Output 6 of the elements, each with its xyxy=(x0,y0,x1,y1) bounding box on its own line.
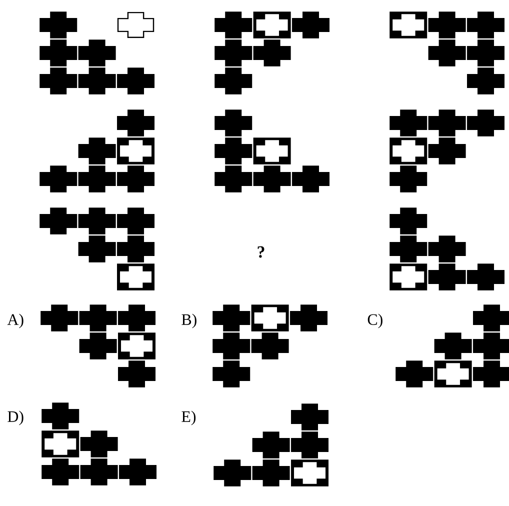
option-label: B) xyxy=(182,314,196,328)
question-mark: ? xyxy=(258,246,264,258)
option-label: D) xyxy=(8,410,24,426)
option-label: A) xyxy=(7,314,24,328)
option-label: E) xyxy=(182,410,196,426)
option-label: C) xyxy=(368,314,382,328)
